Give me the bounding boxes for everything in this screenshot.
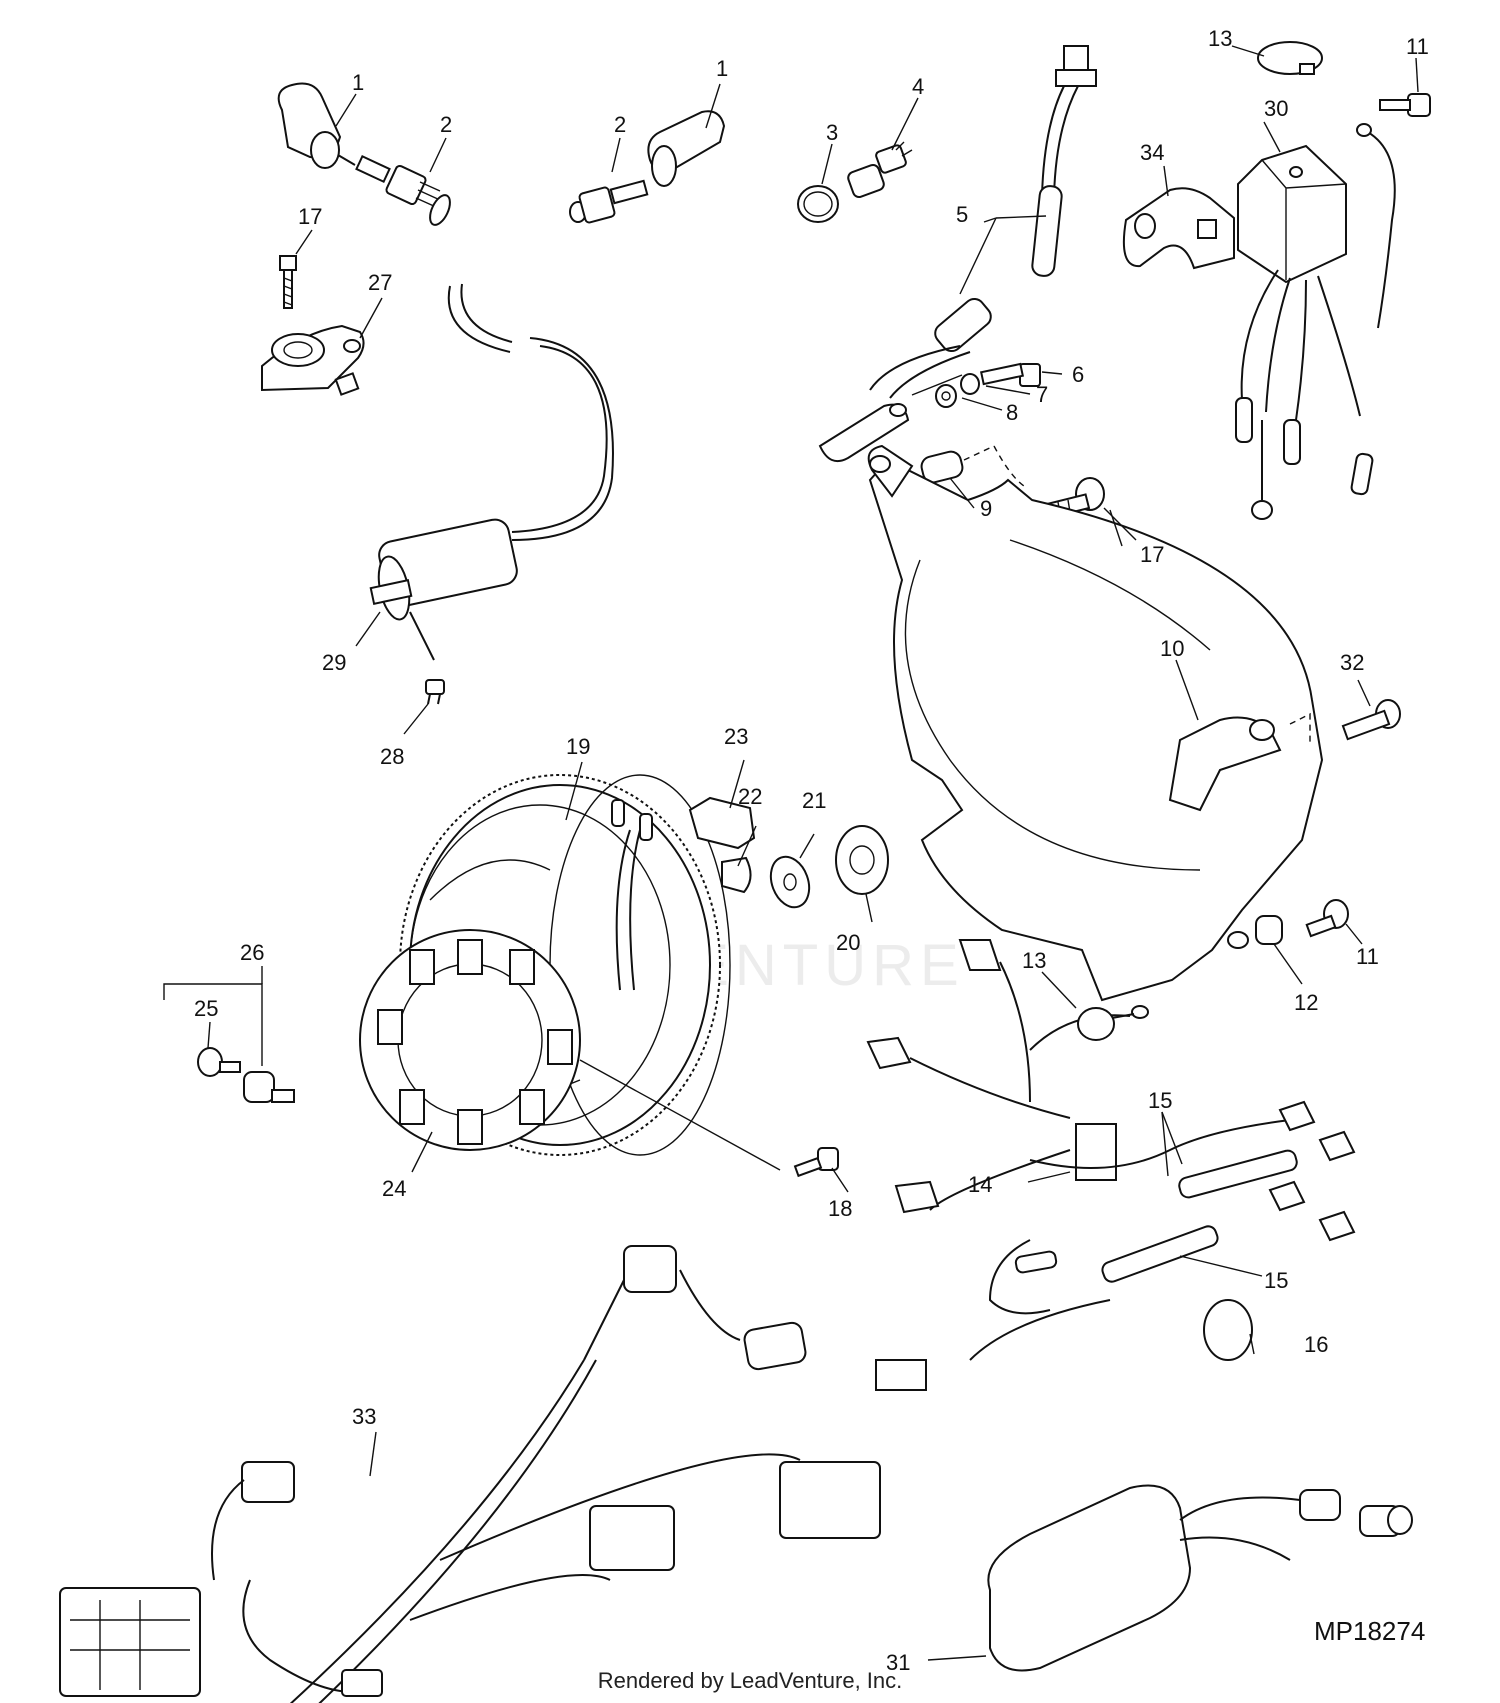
callout-13: 13 [1022, 948, 1046, 973]
bracket-27 [261, 324, 365, 396]
callout-13: 13 [1208, 26, 1232, 51]
callout-5: 5 [956, 202, 968, 227]
callout-15: 15 [1264, 1268, 1288, 1293]
callout-8: 8 [1006, 400, 1018, 425]
stator-24 [359, 799, 781, 1171]
callout-27: 27 [368, 270, 392, 295]
screw-25 [197, 1047, 241, 1077]
callout-12: 12 [1294, 990, 1318, 1015]
callout-19: 19 [566, 734, 590, 759]
callout-14: 14 [968, 1172, 992, 1197]
spacer-9 [920, 445, 1025, 487]
harness-14 [866, 939, 1131, 1214]
footer-credit: Rendered by LeadVenture, Inc. [597, 1668, 903, 1693]
screw-28 [425, 679, 445, 705]
callout-20: 20 [836, 930, 860, 955]
screw-18 [793, 1147, 839, 1178]
callout-18: 18 [828, 1196, 852, 1221]
callout-30: 30 [1264, 96, 1288, 121]
spark-plug-cap-1 [277, 82, 356, 169]
leads-15 [875, 1100, 1356, 1391]
washer-8 [935, 384, 957, 408]
main-harness-33 [59, 1245, 881, 1703]
callout-9: 9 [980, 496, 992, 521]
callout-26: 26 [240, 940, 264, 965]
ground-wire-13 [1077, 1005, 1149, 1041]
spark-plug-2-second [569, 179, 649, 224]
control-module-30 [1235, 123, 1396, 520]
spacer-12 [1255, 915, 1283, 945]
callout-31: 31 [886, 1650, 910, 1675]
callout-25: 25 [194, 996, 218, 1021]
callout-11: 11 [1356, 944, 1379, 969]
callout-28: 28 [380, 744, 404, 769]
flywheel-shroud [867, 444, 1324, 1002]
leader-lines [163, 45, 1419, 1661]
callout-7: 7 [1036, 382, 1048, 407]
key-22 [721, 856, 752, 894]
callout-1: 1 [716, 56, 728, 81]
sensor-26 [243, 1071, 295, 1103]
bolt-17 [279, 255, 297, 309]
bracket-34 [1122, 187, 1235, 270]
callout-17: 17 [1140, 542, 1164, 567]
harness-5 [818, 45, 1097, 462]
callout-2: 2 [614, 112, 626, 137]
clamp-16 [1203, 1299, 1253, 1361]
bracket-10 [1168, 712, 1311, 812]
clamp-13 [1257, 41, 1323, 75]
screw-11 [1379, 93, 1431, 117]
callout-10: 10 [1160, 636, 1184, 661]
callout-32: 32 [1340, 650, 1364, 675]
callout-11: 11 [1406, 34, 1429, 59]
ignition-coil-29 [369, 283, 614, 661]
callout-22: 22 [738, 784, 762, 809]
callout-labels: 1 2 2 1 3 4 5 6 7 8 9 10 11 11 12 13 13 … [194, 26, 1429, 1675]
spark-plug-cap-1-second [647, 110, 726, 187]
bolt-6 [980, 362, 1041, 387]
callout-34: 34 [1140, 140, 1164, 165]
figure-id: MP18274 [1314, 1616, 1425, 1646]
callout-15: 15 [1148, 1088, 1172, 1113]
callout-17: 17 [298, 204, 322, 229]
callout-29: 29 [322, 650, 346, 675]
spark-plug-2 [355, 154, 451, 226]
callout-4: 4 [912, 74, 924, 99]
callout-23: 23 [724, 724, 748, 749]
callout-2: 2 [440, 112, 452, 137]
callout-6: 6 [1072, 362, 1084, 387]
lock-washer-7 [960, 373, 980, 395]
screw-11-second [1305, 899, 1349, 938]
callout-33: 33 [352, 1404, 376, 1429]
bolt-32 [1341, 699, 1401, 741]
callout-21: 21 [802, 788, 826, 813]
sensor-switch-4 [847, 141, 913, 198]
callout-3: 3 [826, 120, 838, 145]
callout-16: 16 [1304, 1332, 1328, 1357]
washer-21 [769, 855, 811, 909]
module-31 [987, 1484, 1413, 1672]
nut-20 [835, 825, 889, 895]
callout-24: 24 [382, 1176, 406, 1201]
o-ring-3 [797, 185, 839, 223]
callout-1: 1 [352, 70, 364, 95]
clip-23 [688, 796, 756, 850]
